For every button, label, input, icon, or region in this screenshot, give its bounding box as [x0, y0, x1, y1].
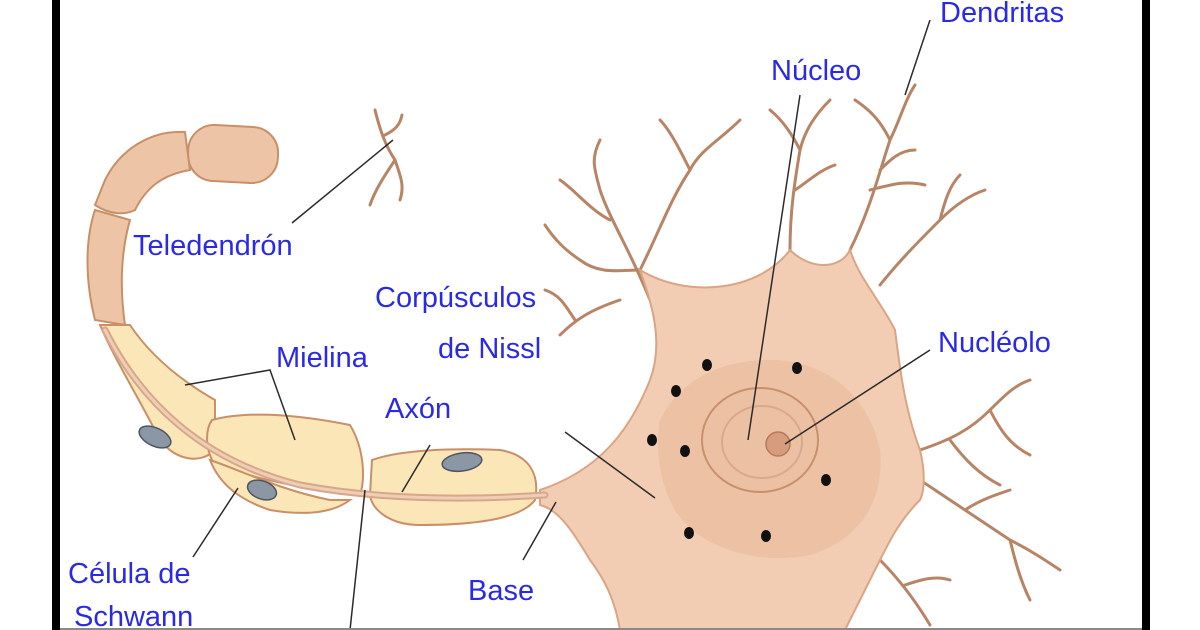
leader-base	[522, 501, 557, 561]
label-dendritas: Dendritas	[940, 0, 1064, 29]
leader-lines	[184, 19, 931, 630]
myelin-sheath	[98, 324, 538, 527]
leader-nucleolo	[784, 349, 931, 445]
nucleus-inner-ring	[721, 405, 803, 479]
nucleolus	[765, 431, 791, 457]
label-base: Base	[468, 575, 534, 607]
leader-nodo	[349, 489, 366, 630]
frame-left-border	[52, 0, 60, 630]
label-nucleo: Núcleo	[771, 55, 861, 87]
leader-nucleo	[747, 94, 801, 441]
axon-segments-upper	[86, 124, 280, 327]
labels: Dendritas Núcleo Teledendrón Corpúsculos…	[68, 0, 1064, 630]
leader-corpusculos	[564, 431, 656, 499]
label-corpusculos-line1: Corpúsculos	[375, 282, 536, 314]
leader-axon	[401, 444, 431, 493]
label-nucleolo: Nucléolo	[938, 327, 1051, 359]
nissl-bodies	[647, 359, 831, 542]
bottom-crop-edge	[60, 628, 1142, 630]
frame-right-border	[1142, 0, 1150, 630]
label-mielina: Mielina	[276, 342, 369, 374]
label-teledendron: Teledendrón	[133, 230, 293, 262]
leader-dendritas	[904, 19, 931, 96]
leader-mielina	[184, 369, 296, 441]
label-celula-line2: Schwann	[74, 601, 193, 630]
nucleus	[701, 387, 819, 493]
leader-celula	[192, 487, 239, 558]
schwann-nuclei	[138, 425, 483, 501]
label-celula-line1: Célula de	[68, 558, 191, 590]
dendrites	[368, 83, 1062, 627]
label-corpusculos-line2: de Nissl	[438, 333, 541, 365]
label-axon: Axón	[385, 393, 451, 425]
leader-teledendron	[291, 139, 394, 224]
